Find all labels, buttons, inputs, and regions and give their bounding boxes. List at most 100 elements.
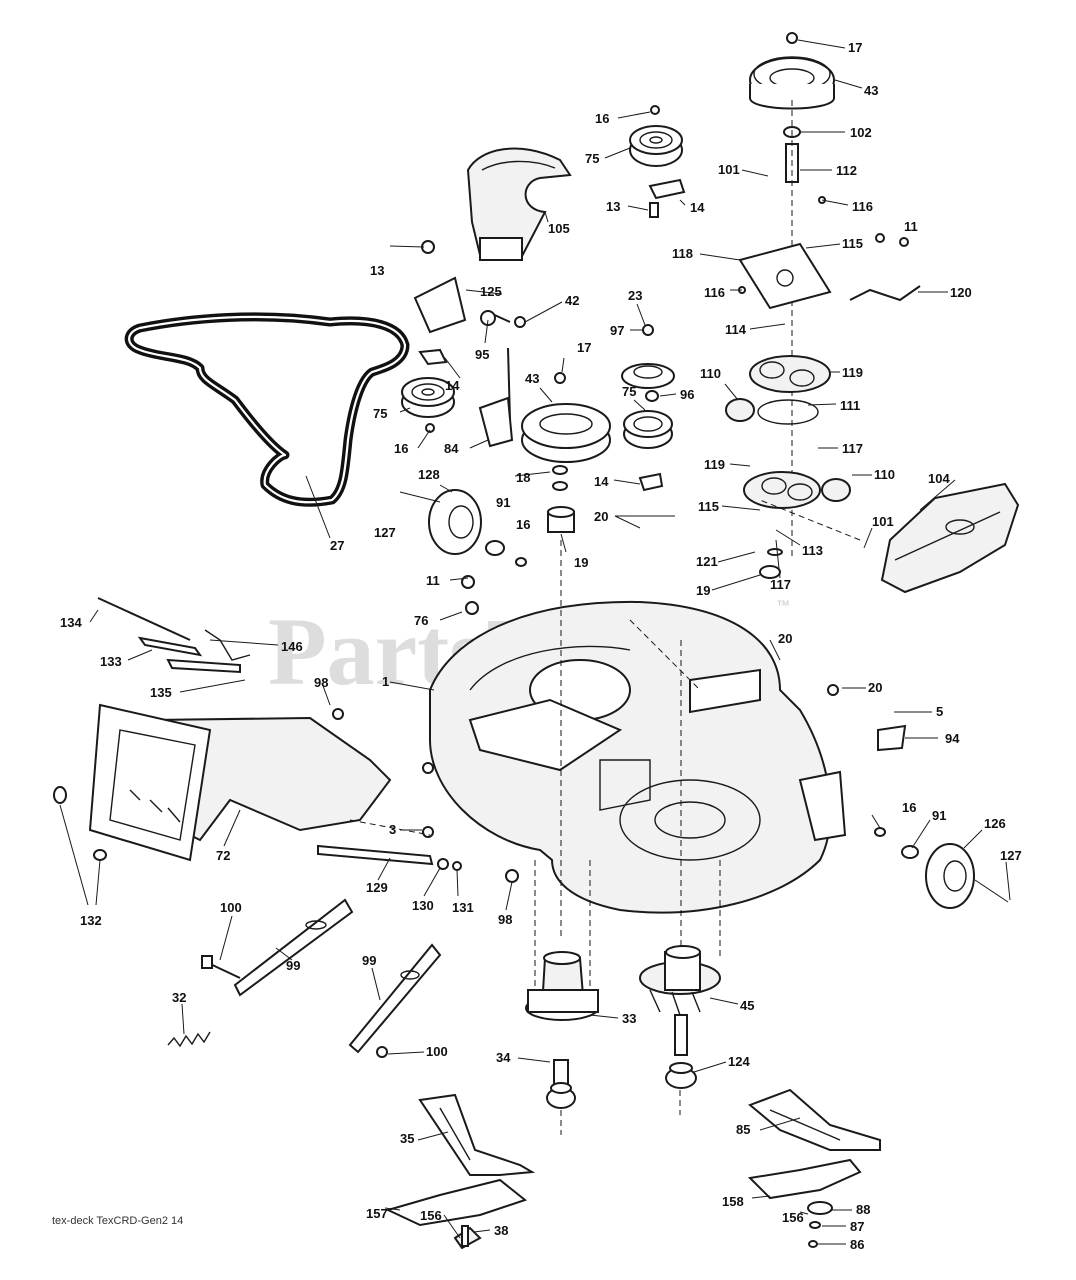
callout: 17 — [848, 40, 862, 55]
callout: 13 — [370, 263, 384, 278]
callout: 43 — [525, 371, 539, 386]
spindle-shaft-124 — [665, 1014, 697, 1089]
callout: 34 — [496, 1050, 511, 1065]
callout: 35 — [400, 1131, 414, 1146]
callout: 18 — [516, 470, 530, 485]
callout: 115 — [842, 236, 863, 251]
callout: 45 — [740, 998, 754, 1013]
callout: 99 — [286, 958, 300, 973]
callout: 19 — [696, 583, 710, 598]
gear-plate-lower-119 — [743, 471, 821, 509]
callout: 112 — [836, 163, 857, 178]
callout: 158 — [722, 1194, 744, 1209]
callout: 127 — [374, 525, 396, 540]
callout: 27 — [330, 538, 344, 553]
callout: 127 — [1000, 848, 1022, 863]
callout: 20 — [778, 631, 792, 646]
callout: 76 — [414, 613, 428, 628]
callout: 105 — [548, 221, 570, 236]
callout: 87 — [850, 1219, 864, 1234]
arm-99-right — [348, 943, 442, 1058]
callout: 38 — [494, 1223, 508, 1238]
footer-code: tex-deck TexCRD-Gen2 14 — [52, 1215, 183, 1227]
callout: 116 — [704, 285, 725, 300]
callout: 94 — [945, 731, 960, 746]
callout: 128 — [418, 467, 440, 482]
lift-rod-134 — [97, 597, 251, 674]
blade-158 — [747, 1158, 862, 1248]
callout: 91 — [932, 808, 946, 823]
idler-arm-84 — [478, 347, 514, 448]
callout: 118 — [672, 246, 693, 261]
callout: 134 — [60, 615, 82, 630]
callout: 96 — [680, 387, 694, 402]
callout: 84 — [444, 441, 459, 456]
gauge-wheel-right-126 — [874, 827, 1009, 909]
idler-pulley-upper-75 — [629, 105, 683, 167]
callout: 130 — [412, 898, 434, 913]
callout: 98 — [314, 675, 328, 690]
callout: 75 — [585, 151, 599, 166]
callout: 16 — [394, 441, 408, 456]
gearbox-bracket-118 — [738, 196, 921, 310]
callout: 5 — [936, 704, 943, 719]
callout: 14 — [445, 378, 460, 393]
callout: 110 — [874, 467, 895, 482]
drive-belt — [124, 312, 410, 507]
callout: 100 — [426, 1044, 448, 1059]
mounting-bracket-20 — [689, 668, 907, 752]
callout: 119 — [704, 457, 725, 472]
callout: 42 — [565, 293, 579, 308]
gasket-111 — [757, 399, 819, 425]
pulley-97 — [621, 324, 675, 402]
callout: 95 — [475, 347, 489, 362]
callout: 88 — [856, 1202, 870, 1217]
callout: 43 — [864, 83, 878, 98]
callout: 13 — [606, 199, 620, 214]
callout: 131 — [452, 900, 474, 915]
spindle-shaft-112 — [783, 100, 801, 560]
callout: 98 — [498, 912, 512, 927]
gauge-wheel-left-128 — [399, 489, 527, 567]
callout: 111 — [840, 398, 860, 413]
callout: 97 — [610, 323, 624, 338]
callout: 14 — [594, 474, 609, 489]
callout: 75 — [622, 384, 636, 399]
callout: 16 — [516, 517, 530, 532]
callout: 116 — [852, 199, 873, 214]
callout: 156 — [782, 1210, 804, 1225]
callout-labels: 17 43 102 16 75 112 101 13 14 116 105 11… — [60, 40, 1022, 1252]
callout: 91 — [496, 495, 510, 510]
callout: 126 — [984, 816, 1006, 831]
idler-bracket-14-upper — [648, 178, 686, 218]
callout: 11 — [904, 219, 918, 234]
callout: 113 — [802, 543, 823, 558]
arm-99-left — [201, 898, 354, 997]
callout: 19 — [574, 555, 588, 570]
belt-shield-105 — [466, 147, 572, 262]
spindle-housing-45 — [639, 945, 721, 1016]
gear-110-right — [821, 478, 851, 502]
callout: 16 — [902, 800, 916, 815]
callout: 32 — [172, 990, 186, 1005]
callout: 102 — [850, 125, 872, 140]
spindle-pulley-top-43 — [749, 32, 835, 110]
assembly-guides — [349, 499, 861, 1135]
blade-85 — [748, 1088, 881, 1151]
discharge-chute-72 — [53, 703, 392, 862]
callout: 72 — [216, 848, 230, 863]
callout: 156 — [420, 1208, 442, 1223]
gear-plate-upper-119 — [749, 355, 831, 393]
spindle-housing-33 — [525, 951, 599, 1021]
callout: 120 — [950, 285, 972, 300]
bolt-38 — [461, 1225, 469, 1247]
callout: 135 — [150, 685, 172, 700]
callout: 33 — [622, 1011, 636, 1026]
callout: 3 — [389, 822, 396, 837]
callout: 115 — [698, 499, 719, 514]
callout: 20 — [594, 509, 608, 524]
callout: 114 — [725, 322, 747, 337]
callout: 104 — [928, 471, 950, 486]
gear-110-left — [725, 398, 755, 422]
